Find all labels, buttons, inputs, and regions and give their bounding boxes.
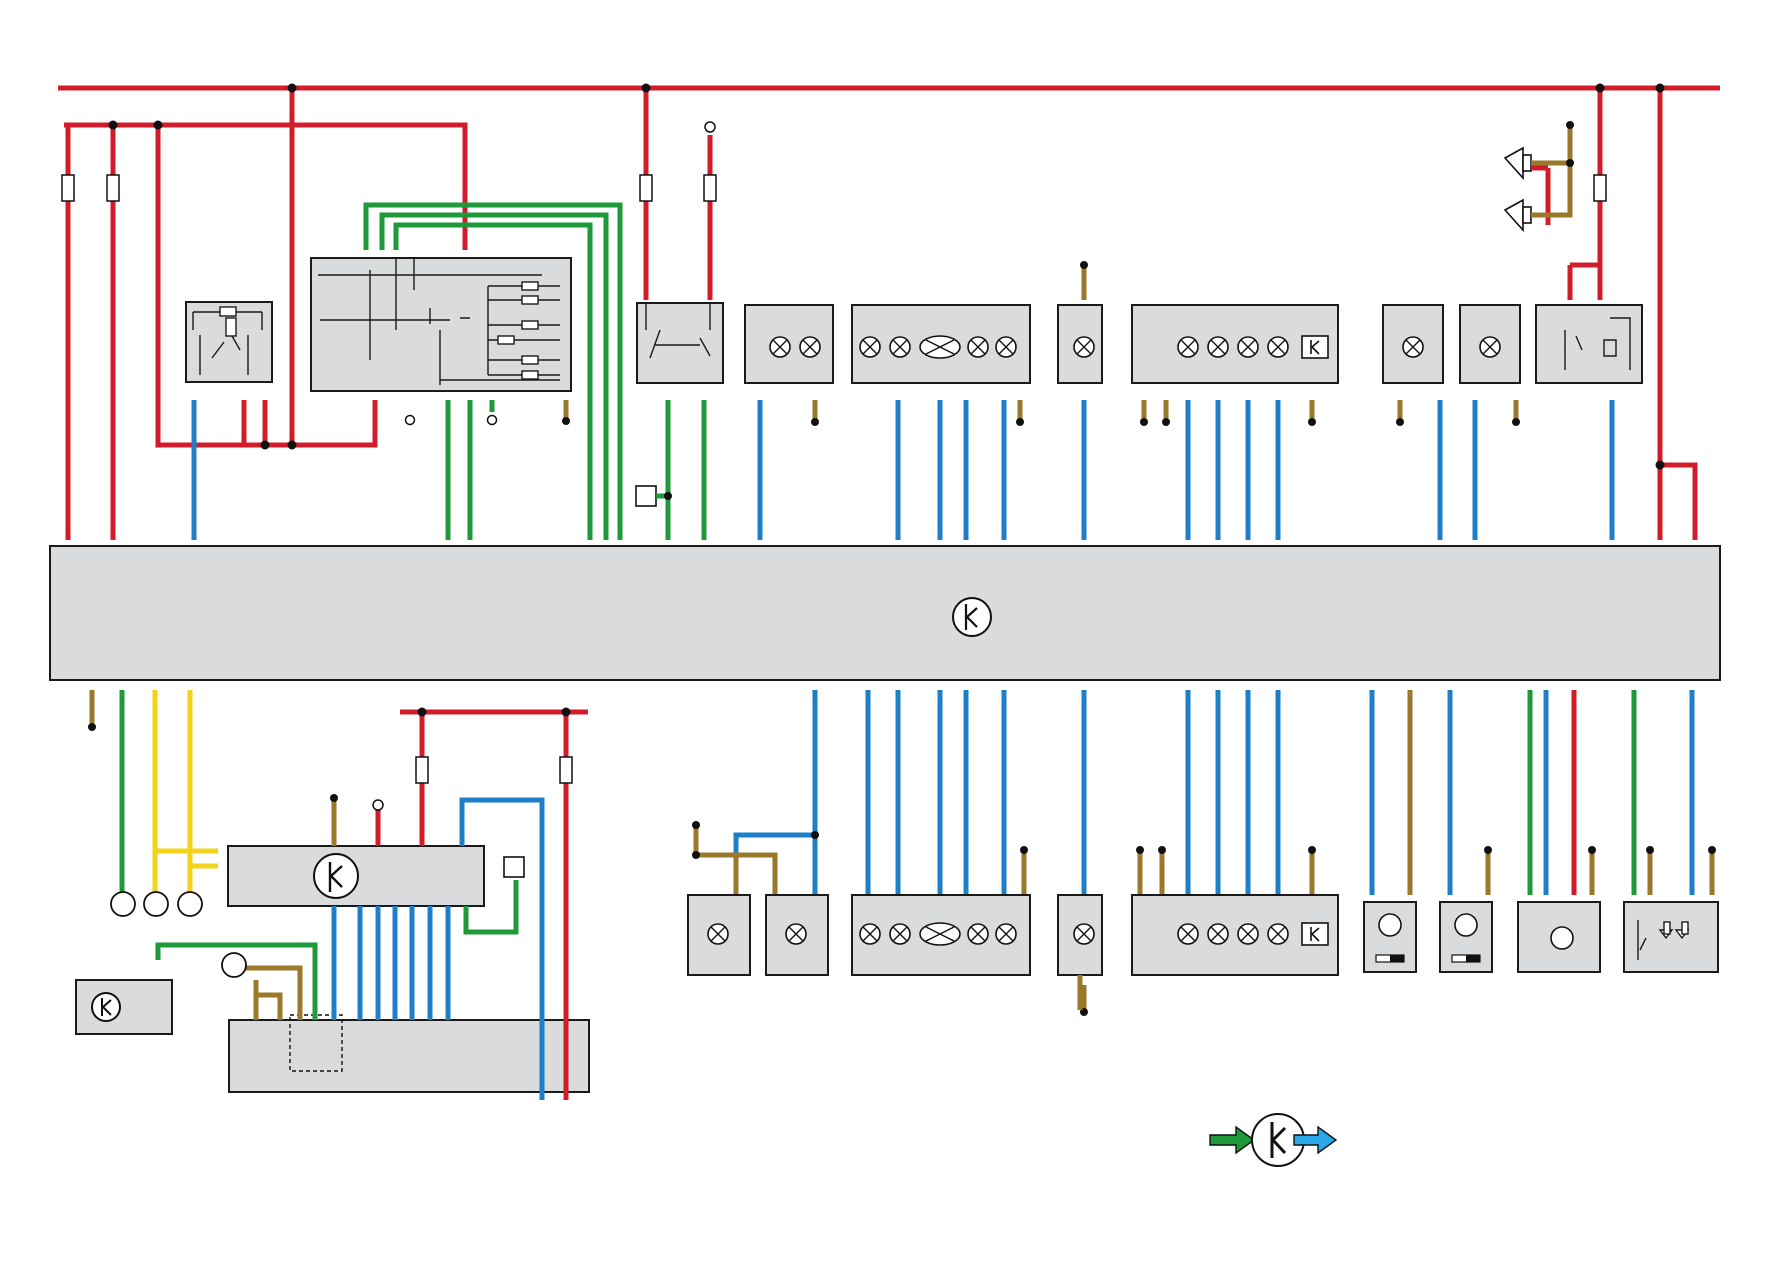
bulb-cross-icon	[707, 923, 1289, 945]
switch-circuit	[318, 258, 560, 385]
central-control-unit	[49, 545, 1721, 681]
switch-led-module	[1623, 901, 1719, 973]
switch-assembly	[636, 302, 724, 384]
relay-icon	[192, 306, 263, 375]
control-unit-k-icon	[91, 992, 121, 1022]
relay-module-right	[1535, 304, 1643, 384]
control-module-small	[75, 979, 173, 1035]
bulb-cross-icon	[769, 336, 1501, 358]
power-junctions	[108, 83, 1665, 470]
control-flow-legend-icon	[1209, 1113, 1338, 1167]
control-unit-k-icon	[313, 853, 359, 899]
fuse-icon	[61, 174, 1607, 202]
control-unit-k-icon	[952, 597, 992, 637]
connector-block	[228, 1019, 590, 1093]
double-bulb-icon	[919, 335, 961, 359]
sensor-circles	[110, 891, 247, 978]
double-bulb-icon	[919, 922, 961, 946]
horn-icon	[1503, 146, 1532, 233]
motor-icon	[1375, 913, 1574, 963]
